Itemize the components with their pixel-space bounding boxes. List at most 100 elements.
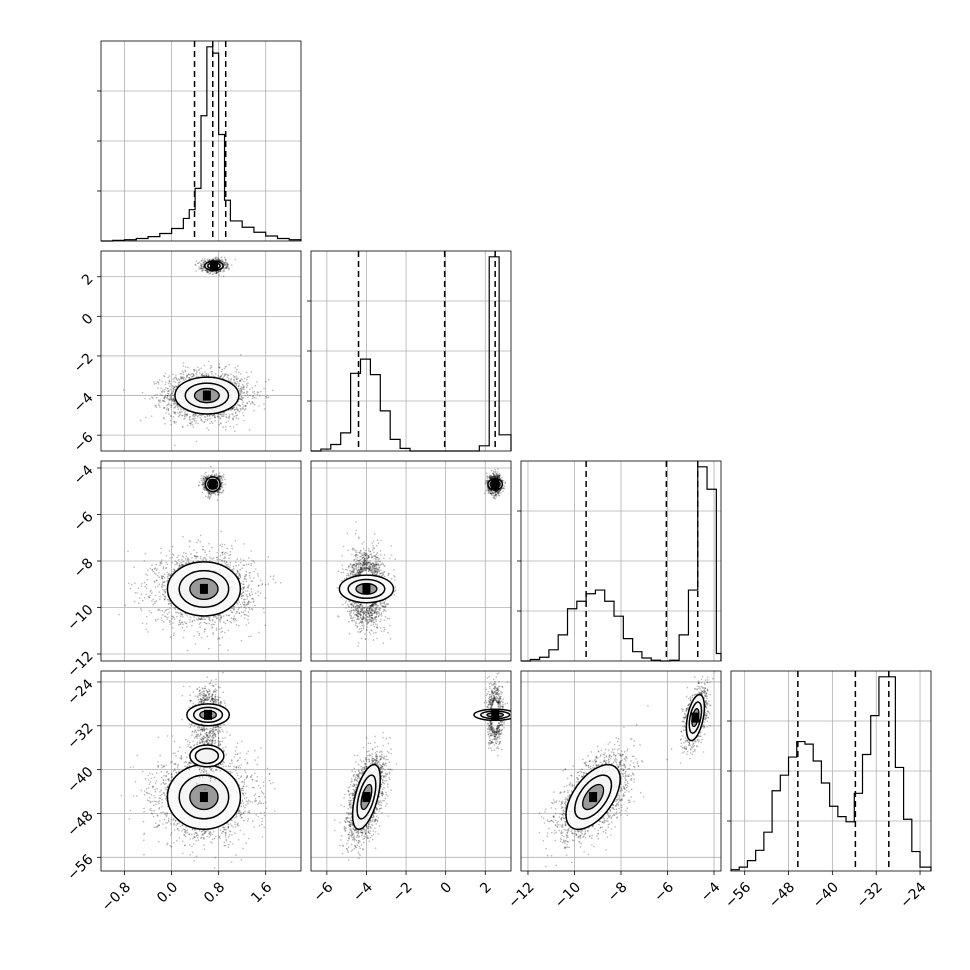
sample-point	[261, 583, 264, 585]
sample-point	[202, 476, 205, 479]
sample-point	[208, 414, 211, 417]
sample-point	[361, 565, 364, 567]
sample-point	[161, 380, 163, 383]
sample-point	[217, 491, 219, 493]
sample-point	[235, 375, 238, 378]
sample-point	[210, 371, 212, 373]
sample-point	[170, 398, 172, 400]
sample-point	[231, 418, 234, 420]
sample-point	[369, 606, 372, 609]
sample-point	[162, 589, 164, 591]
sample-point	[373, 551, 375, 554]
sample-point	[359, 562, 362, 564]
sample-point	[228, 415, 231, 418]
sample-point	[203, 486, 206, 489]
sample-point	[192, 426, 195, 428]
sample-point	[374, 561, 377, 563]
sample-point	[236, 409, 239, 411]
sample-point	[181, 411, 183, 413]
sample-point	[166, 395, 169, 397]
sample-point	[220, 370, 223, 373]
sample-point	[224, 622, 227, 625]
sample-point	[363, 568, 366, 570]
sample-point	[219, 475, 222, 477]
sample-point	[357, 559, 360, 562]
sample-point	[360, 621, 362, 623]
sample-point	[385, 602, 388, 605]
sample-point	[207, 495, 210, 498]
sample-point	[357, 607, 359, 609]
sample-point	[177, 612, 180, 614]
sample-point	[369, 605, 372, 607]
sample-point	[250, 403, 252, 405]
sample-point	[364, 633, 366, 635]
sample-point	[192, 374, 195, 376]
sample-point	[246, 602, 249, 604]
sample-point	[246, 598, 248, 600]
sample-point	[204, 478, 207, 480]
sample-point	[216, 614, 219, 617]
sample-point	[200, 265, 202, 267]
sample-point	[201, 559, 204, 561]
sample-point	[214, 474, 216, 477]
sample-point	[360, 608, 362, 611]
sample-point	[374, 612, 376, 614]
sample-point	[369, 614, 372, 617]
sample-point	[236, 368, 238, 371]
sample-point	[223, 367, 226, 370]
sample-point	[372, 544, 374, 547]
sample-point	[235, 378, 238, 381]
sample-point	[247, 615, 250, 617]
sample-point	[211, 422, 214, 424]
sample-point	[172, 390, 174, 393]
sample-point	[231, 547, 234, 550]
sample-point	[251, 608, 254, 611]
sample-point	[145, 593, 147, 596]
sample-point	[365, 561, 368, 564]
sample-point	[186, 424, 189, 427]
sample-point	[210, 474, 213, 477]
sample-point	[361, 610, 363, 612]
sample-point	[367, 567, 369, 569]
sample-point	[352, 564, 354, 566]
sample-point	[198, 634, 200, 637]
sample-point	[280, 582, 282, 584]
sample-point	[218, 614, 220, 617]
sample-point	[245, 604, 248, 606]
sample-point	[212, 623, 214, 626]
sample-point	[367, 606, 369, 608]
sample-point	[239, 379, 241, 382]
sample-point	[202, 478, 205, 480]
sample-point	[232, 618, 235, 621]
sample-point	[223, 557, 225, 560]
sample-point	[246, 596, 249, 598]
sample-point	[371, 603, 373, 606]
sample-point	[371, 617, 374, 620]
sample-point	[382, 563, 385, 566]
sample-point	[353, 564, 356, 566]
sample-point	[363, 567, 366, 570]
sample-point	[124, 604, 127, 606]
sample-point	[364, 565, 367, 568]
sample-point	[217, 257, 219, 260]
sample-point	[363, 551, 365, 554]
sample-point	[171, 615, 173, 617]
sample-point	[361, 570, 364, 573]
sample-point	[200, 260, 202, 262]
contour-outer	[174, 376, 240, 415]
sample-point	[175, 378, 178, 380]
sample-point	[363, 563, 366, 565]
sample-point	[348, 632, 351, 635]
sample-point	[369, 562, 372, 564]
sample-point	[161, 559, 163, 561]
sample-point	[199, 555, 202, 558]
sample-point	[359, 568, 362, 571]
sample-point	[372, 565, 374, 568]
scatter-panel-0-2	[97, 460, 302, 662]
sample-point	[380, 618, 382, 621]
sample-point	[363, 613, 365, 615]
sample-point	[373, 573, 376, 576]
sample-point	[247, 396, 249, 399]
sample-point	[164, 396, 166, 399]
sample-point	[355, 624, 357, 627]
